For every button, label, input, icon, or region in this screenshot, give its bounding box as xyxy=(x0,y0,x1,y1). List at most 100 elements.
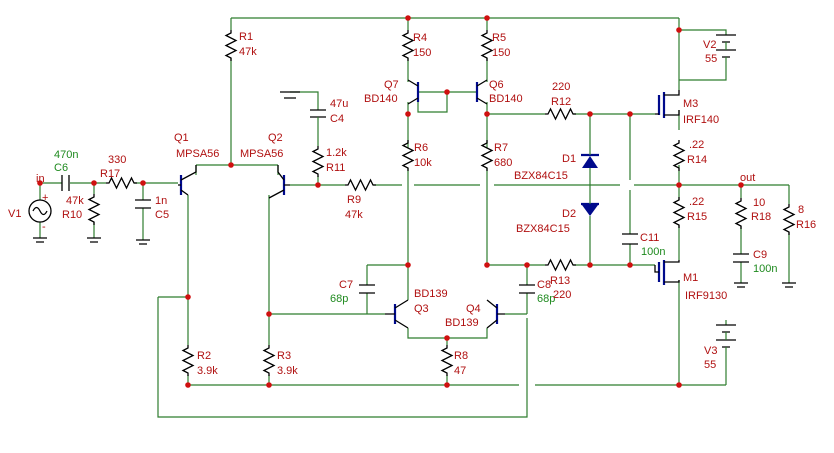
resistor-r2 xyxy=(181,345,195,376)
r11-ref: R11 xyxy=(326,162,345,174)
v1-minus: - xyxy=(42,221,46,233)
ground-top xyxy=(280,91,300,99)
ground-r10 xyxy=(87,237,101,243)
r15-ref: R15 xyxy=(687,211,707,223)
r17-value: 330 xyxy=(108,154,126,166)
r1-value: 47k xyxy=(239,46,257,58)
component-labels: in out + - V1 470n C6 330 R17 47k R10 1n… xyxy=(8,31,816,377)
d1-triangle xyxy=(582,156,598,168)
r9-ref: R9 xyxy=(347,194,361,206)
v1-ref: V1 xyxy=(8,208,21,220)
m3-value: IRF140 xyxy=(683,114,719,126)
q3-leads xyxy=(385,299,409,329)
c7-value: 68p xyxy=(330,293,348,305)
ground-c9 xyxy=(734,282,748,288)
q2-ref: Q2 xyxy=(268,132,283,144)
resistor-r4 xyxy=(401,30,415,61)
resistor-r1 xyxy=(224,30,238,61)
mosfets xyxy=(654,90,680,285)
c11-ref: C11 xyxy=(640,232,659,244)
r14-value: .22 xyxy=(689,139,704,151)
capacitor-c6 xyxy=(61,175,70,191)
m1-ref: M1 xyxy=(683,272,698,284)
transistors xyxy=(178,79,505,329)
c7-ref: C7 xyxy=(339,279,353,291)
r4-value: 150 xyxy=(413,47,431,59)
resistor-symbols xyxy=(87,30,796,376)
r6-ref: R6 xyxy=(414,142,428,154)
r10-ref: R10 xyxy=(62,209,82,221)
c6-value: 470n xyxy=(54,149,78,161)
r5-value: 150 xyxy=(492,47,510,59)
c8-ref: C8 xyxy=(537,279,551,291)
q2-leads xyxy=(268,165,290,199)
m1-gate xyxy=(657,260,666,285)
ac-source-v1 xyxy=(28,199,52,223)
d2-value: BZX84C15 xyxy=(516,223,570,235)
r7-ref: R7 xyxy=(494,142,508,154)
wires xyxy=(39,17,790,418)
d2-ref: D2 xyxy=(562,208,576,220)
q1-leads xyxy=(178,165,197,196)
r18-ref: R18 xyxy=(751,211,771,223)
ground-v1 xyxy=(33,237,47,243)
capacitor-c9 xyxy=(733,253,749,263)
capacitor-c11 xyxy=(622,233,638,245)
capacitor-c7 xyxy=(359,284,375,294)
resistor-r13 xyxy=(545,258,576,272)
r16-value: 8 xyxy=(798,204,804,216)
q6-leads xyxy=(476,79,488,105)
q2-value: MPSA56 xyxy=(240,148,283,160)
m3-leads xyxy=(655,90,680,116)
net-label-out: out xyxy=(740,172,755,184)
m3-ref: M3 xyxy=(683,98,698,110)
c9-ref: C9 xyxy=(753,249,767,261)
c5-ref: C5 xyxy=(155,209,169,221)
v3-ref: V3 xyxy=(704,345,717,357)
c6-ref: C6 xyxy=(54,162,68,174)
v3-value: 55 xyxy=(704,359,716,371)
resistor-r10 xyxy=(87,194,101,225)
r8-value: 47 xyxy=(454,365,466,377)
q1-value: MPSA56 xyxy=(176,148,219,160)
q3-ref: Q3 xyxy=(414,303,429,315)
q6-ref: Q6 xyxy=(489,79,504,91)
q3-value: BD139 xyxy=(414,288,448,300)
r2-value: 3.9k xyxy=(197,365,218,377)
c9-value: 100n xyxy=(753,263,777,275)
v1-plus: + xyxy=(42,192,48,204)
r3-ref: R3 xyxy=(277,350,291,362)
r10-value: 47k xyxy=(66,195,84,207)
resistor-r17 xyxy=(106,176,137,190)
q7-ref: Q7 xyxy=(384,79,399,91)
c4-ref: C4 xyxy=(330,113,344,125)
r15-value: .22 xyxy=(689,196,704,208)
resistor-r14 xyxy=(672,140,686,171)
q4-ref: Q4 xyxy=(466,303,481,315)
d1-value: BZX84C15 xyxy=(514,170,568,182)
capacitor-symbols xyxy=(61,109,749,294)
q6-value: BD140 xyxy=(489,93,523,105)
q7-leads xyxy=(407,79,419,105)
q1-ref: Q1 xyxy=(174,132,189,144)
r16-ref: R16 xyxy=(796,219,816,231)
resistor-r5 xyxy=(480,30,494,61)
resistor-r15 xyxy=(672,197,686,228)
resistor-r6 xyxy=(401,140,415,171)
v2-value: 55 xyxy=(705,53,717,65)
r13-value: 220 xyxy=(553,289,571,301)
ground-symbols xyxy=(33,91,796,288)
resistor-r9 xyxy=(345,178,376,192)
r13-ref: R13 xyxy=(550,275,570,287)
m1-leads xyxy=(654,260,680,283)
r12-ref: R12 xyxy=(551,96,571,108)
m3-gate xyxy=(657,92,666,118)
r8-ref: R8 xyxy=(454,350,468,362)
junction-dots xyxy=(37,15,744,388)
r4-ref: R4 xyxy=(413,32,427,44)
r6-value: 10k xyxy=(414,157,432,169)
r1-ref: R1 xyxy=(239,31,253,43)
r17-ref: R17 xyxy=(100,168,120,180)
resistor-r16 xyxy=(782,204,796,235)
